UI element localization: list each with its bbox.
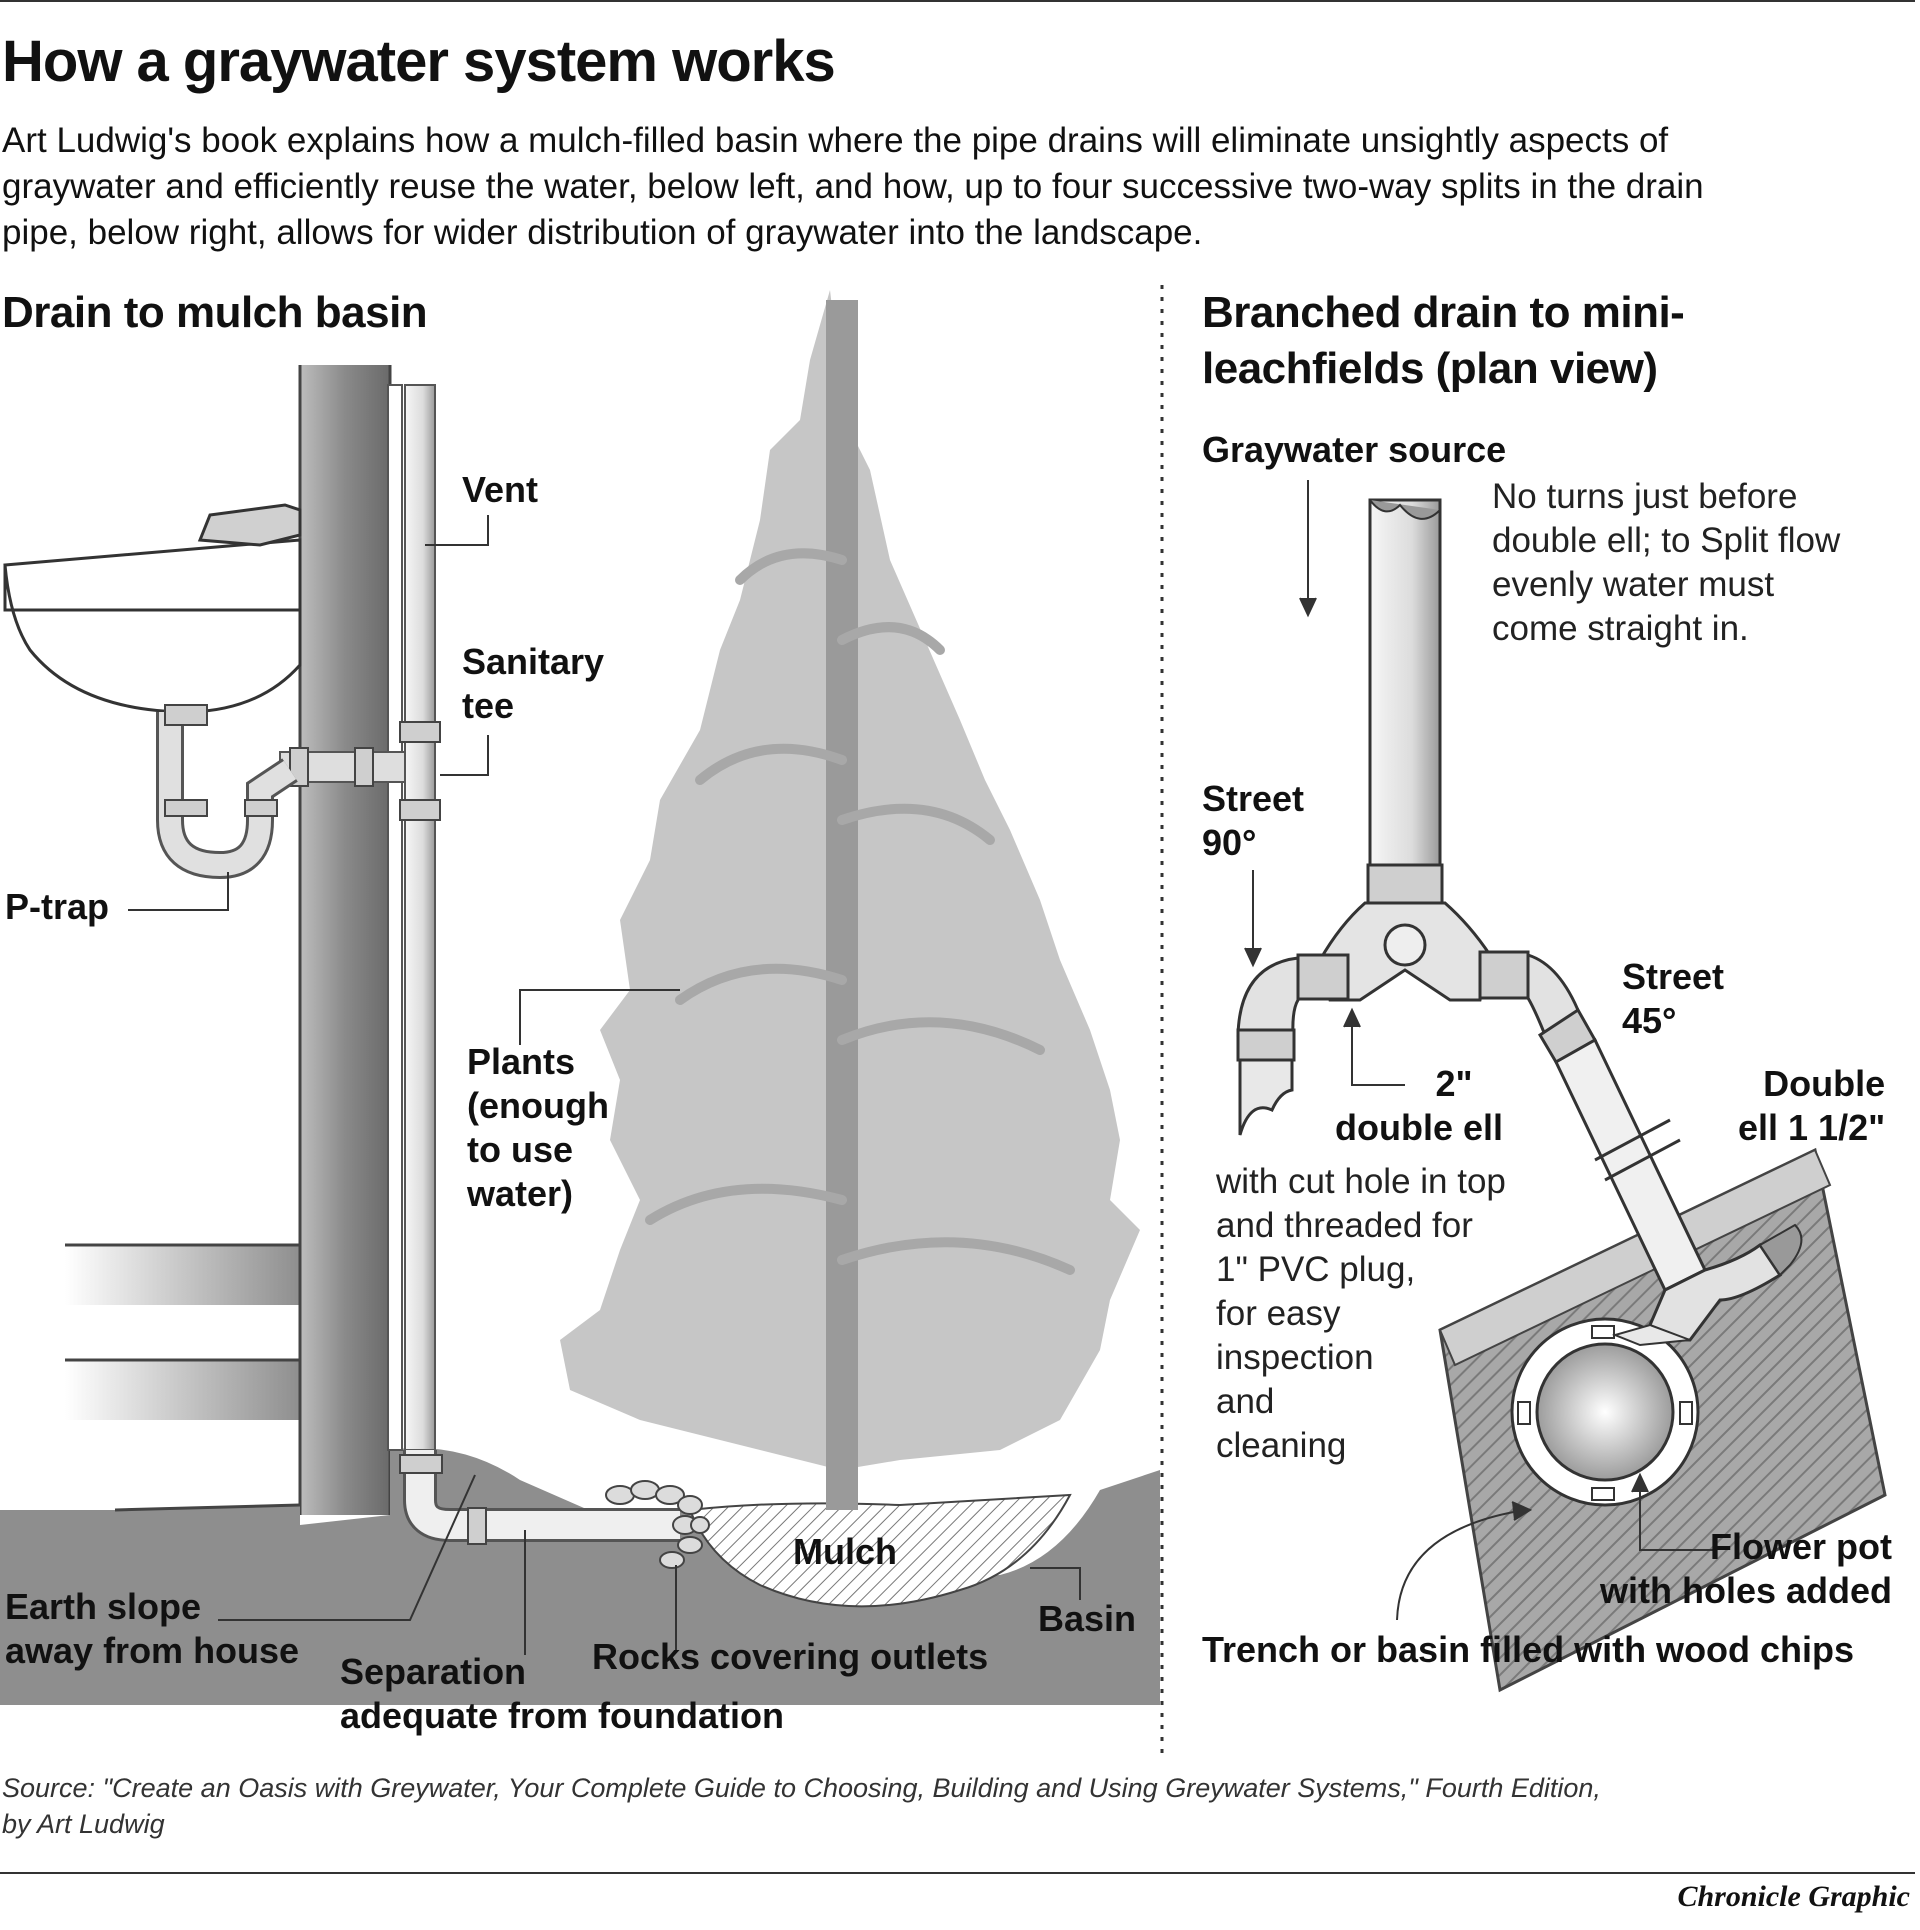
label-line: 45°: [1622, 1000, 1677, 1041]
double-ell-2-label: 2" double ell: [1335, 1062, 1503, 1150]
sanitary-tee-label: Sanitary tee: [462, 640, 604, 728]
trench-label: Trench or basin filled with wood chips: [1202, 1629, 1855, 1670]
house-wall: [300, 365, 390, 1515]
intro-line: pipe, below right, allows for wider dist…: [2, 213, 1203, 252]
trench-leader: [1396, 1509, 1526, 1621]
earth-slope-label: Earth slope away from house: [5, 1585, 299, 1673]
note-line: No turns just before: [1492, 477, 1798, 516]
label-line: to use: [467, 1129, 574, 1170]
flower-pot-label: Flower pot with holes added: [1600, 1525, 1892, 1613]
label-line: Earth slope: [5, 1586, 202, 1627]
basin-leader: [1030, 1567, 1081, 1600]
page-title: How a graywater system works: [2, 29, 836, 94]
plants-leader: [519, 989, 680, 1045]
inspection-plug: [1383, 923, 1427, 967]
sanitary-tee-fitting: [399, 721, 441, 743]
label-line: Sanitary: [462, 641, 605, 682]
label-line: double ell: [1335, 1107, 1504, 1148]
source-pipe: [1368, 498, 1442, 867]
note-line: with cut hole in top: [1216, 1162, 1506, 1201]
note-line: double ell; to Split flow: [1492, 521, 1841, 560]
intro-paragraph: Art Ludwig's book explains how a mulch-f…: [2, 118, 1912, 256]
no-turns-note: No turns just before double ell; to Spli…: [1492, 475, 1840, 651]
rocks: [605, 1480, 710, 1569]
flower-pot: [1510, 1317, 1700, 1507]
double-ell-1-5-label: Double ell 1 1/2": [1738, 1062, 1885, 1150]
label-line: away from house: [5, 1630, 300, 1671]
earth-slope-leader: [218, 1474, 476, 1621]
sink: [3, 538, 302, 714]
intro-line: Art Ludwig's book explains how a mulch-f…: [2, 121, 1669, 160]
heading-line: leachfields (plan view): [1202, 344, 1658, 393]
label-line: ell 1 1/2": [1738, 1107, 1886, 1148]
source-line: Source: "Create an Oasis with Greywater,…: [2, 1773, 1601, 1803]
rocks-label: Rocks covering outlets: [592, 1636, 989, 1677]
label-line: Flower pot: [1710, 1526, 1893, 1567]
top-rule: [0, 0, 1915, 2]
vent-label: Vent: [462, 469, 539, 510]
note-line: for easy: [1216, 1294, 1341, 1333]
note-line: inspection: [1216, 1338, 1374, 1377]
mulch-basin: [688, 1493, 1072, 1608]
label-line: Separation: [340, 1651, 527, 1692]
label-line: 90°: [1202, 822, 1257, 863]
tree-trunk: [826, 300, 858, 1510]
house-floor-upper: [65, 1245, 305, 1305]
mulch-label: Mulch: [793, 1531, 897, 1572]
label-line: Plants: [467, 1041, 576, 1082]
heading-line: Branched drain to mini-: [1202, 288, 1685, 337]
graywater-source-label: Graywater source: [1202, 429, 1507, 470]
label-line: adequate from foundation: [340, 1695, 784, 1736]
flower-pot-leader: [1639, 1480, 1717, 1551]
source-citation: Source: "Create an Oasis with Greywater,…: [2, 1770, 1601, 1842]
cut-hole-note: with cut hole in top and threaded for 1"…: [1216, 1160, 1506, 1468]
ground: [0, 1448, 1160, 1705]
street-45-label: Street 45°: [1622, 955, 1724, 1043]
left-panel-heading: Drain to mulch basin: [2, 288, 428, 337]
double-ell-2-leader: [1351, 1015, 1405, 1086]
label-line: water): [467, 1173, 574, 1214]
street-90-label: Street 90°: [1202, 777, 1304, 865]
note-line: and: [1216, 1382, 1275, 1421]
label-line: with holes added: [1600, 1570, 1893, 1611]
right-panel-heading: Branched drain to mini- leachfields (pla…: [1202, 285, 1685, 397]
label-line: Double: [1763, 1063, 1886, 1104]
p-trap-label: P-trap: [5, 886, 110, 927]
note-line: 1" PVC plug,: [1216, 1250, 1416, 1289]
note-line: come straight in.: [1492, 609, 1749, 648]
note-line: evenly water must: [1492, 565, 1775, 604]
sanitary-tee-leader: [440, 735, 489, 776]
house-floor-lower: [65, 1360, 305, 1420]
vent-leader: [425, 515, 489, 546]
faucet: [197, 503, 302, 547]
p-trap-leader: [128, 872, 229, 911]
label-line: 2": [1435, 1063, 1473, 1104]
credit-line: Chronicle Graphic: [1677, 1880, 1910, 1913]
plants-label: Plants (enough to use water): [467, 1040, 609, 1216]
label-line: Street: [1202, 778, 1305, 819]
label-line: (enough: [467, 1085, 609, 1126]
separation-label: Separation adequate from foundation: [340, 1650, 784, 1738]
street-90-fitting: [1236, 956, 1300, 1037]
note-line: and threaded for: [1216, 1206, 1473, 1245]
label-line: Street: [1622, 956, 1725, 997]
intro-line: graywater and efficiently reuse the wate…: [2, 167, 1704, 206]
label-line: tee: [462, 685, 515, 726]
vent-pipe: [404, 384, 436, 1451]
basin-label: Basin: [1038, 1598, 1137, 1639]
note-line: cleaning: [1216, 1426, 1347, 1465]
source-line: by Art Ludwig: [2, 1809, 165, 1839]
